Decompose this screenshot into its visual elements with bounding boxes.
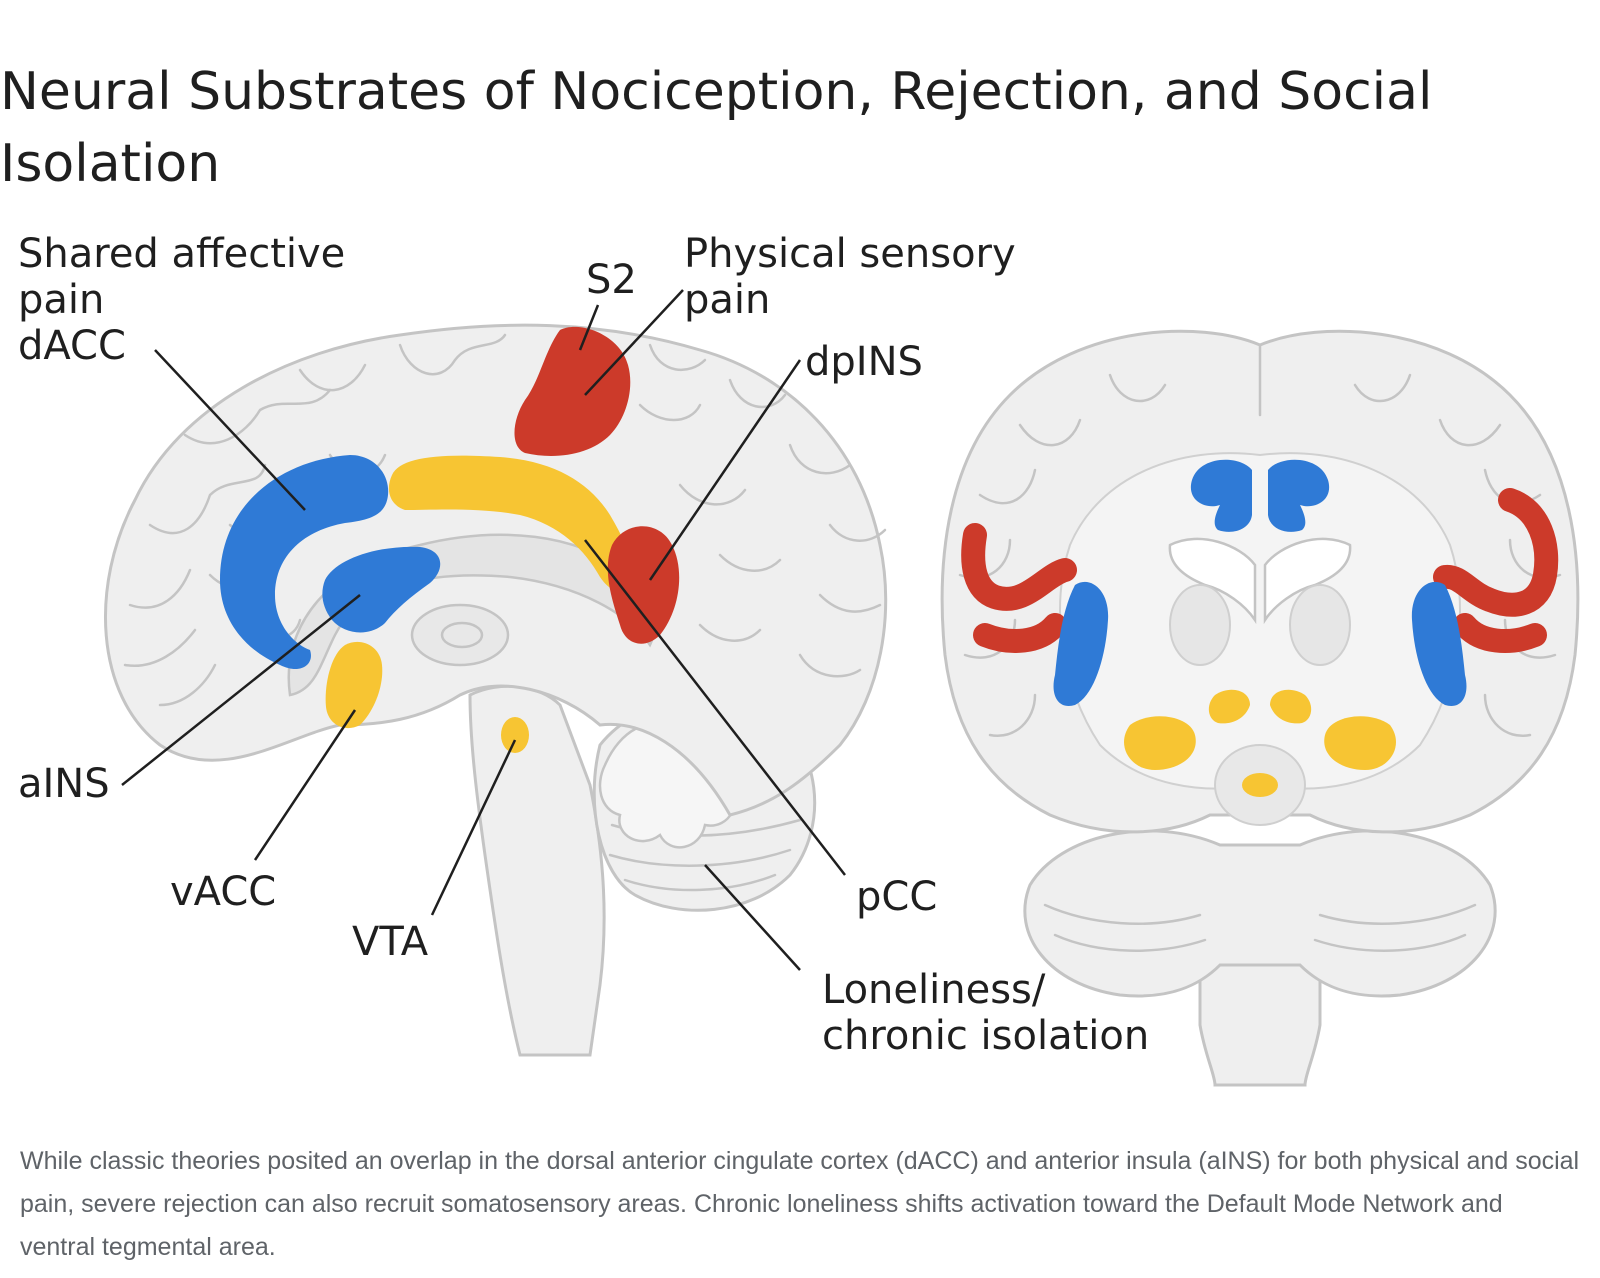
leader-loneliness <box>704 864 801 971</box>
page-title: Neural Substrates of Nociception, Reject… <box>0 62 1433 194</box>
region-vta <box>501 717 529 753</box>
label-dpins: dpINS <box>805 339 923 385</box>
thalamus <box>410 603 510 667</box>
coronal-ains-right <box>1411 581 1467 706</box>
brain-diagram-svg: Shared affective pain dACC S2 Physical s… <box>18 231 1580 1087</box>
coronal-ains-left <box>1053 581 1109 706</box>
label-loneliness-1: Loneliness/ <box>822 967 1046 1013</box>
coronal-white-matter <box>1059 452 1461 790</box>
coronal-s2-left <box>961 523 1077 653</box>
coronal-dacc-right <box>1268 459 1330 532</box>
label-dacc: dACC <box>18 323 126 369</box>
leader-physical <box>584 289 684 396</box>
label-ains: aINS <box>18 761 110 807</box>
label-vacc: vACC <box>170 869 276 915</box>
label-physical-sensory-1: Physical sensory <box>684 231 1016 277</box>
region-dpins <box>607 526 680 644</box>
label-physical-sensory-2: pain <box>684 277 770 323</box>
sagittal-brainstem <box>468 684 606 1057</box>
leader-ains <box>121 594 361 786</box>
coronal-cerebellum <box>1023 829 1497 998</box>
label-vta: VTA <box>352 919 429 965</box>
coronal-pcc-left <box>1208 689 1250 724</box>
coronal-pcc-right <box>1270 689 1312 724</box>
region-ains-yellow <box>325 641 383 729</box>
labels: Shared affective pain dACC S2 Physical s… <box>18 231 1149 1059</box>
lateral-ventricles <box>1168 537 1352 625</box>
label-s2: S2 <box>586 257 637 303</box>
label-shared-affective-2: pain <box>18 277 104 323</box>
label-pcc: pCC <box>856 874 937 920</box>
coronal-hippo-left <box>1124 716 1196 770</box>
coronal-dacc-left <box>1190 459 1252 532</box>
coronal-hippo-right <box>1324 716 1396 770</box>
cortical-gyri <box>123 333 887 707</box>
sagittal-brain <box>104 323 888 1057</box>
label-loneliness-2: chronic isolation <box>822 1013 1149 1059</box>
coronal-cerebellum-folia <box>1043 903 1477 952</box>
leader-dpins <box>648 359 802 581</box>
leader-lines <box>121 289 846 971</box>
coronal-vta <box>1242 773 1278 797</box>
coronal-s2-right <box>1433 488 1559 653</box>
leader-vacc <box>253 709 357 861</box>
figure-caption: While classic theories posited an overla… <box>20 1147 1580 1261</box>
leader-s2 <box>578 304 600 351</box>
leader-vta <box>430 739 517 916</box>
brain-figure: Shared affective pain dACC S2 Physical s… <box>0 225 1600 1105</box>
region-dacc <box>220 455 389 670</box>
coronal-regions <box>961 459 1559 797</box>
sagittal-regions <box>220 326 680 753</box>
label-shared-affective-1: Shared affective <box>18 231 345 277</box>
region-s2 <box>514 326 631 456</box>
region-vacc-blue <box>322 546 441 633</box>
region-pcc-band <box>388 455 640 593</box>
leader-dacc <box>154 349 306 511</box>
leader-pcc <box>584 539 846 876</box>
